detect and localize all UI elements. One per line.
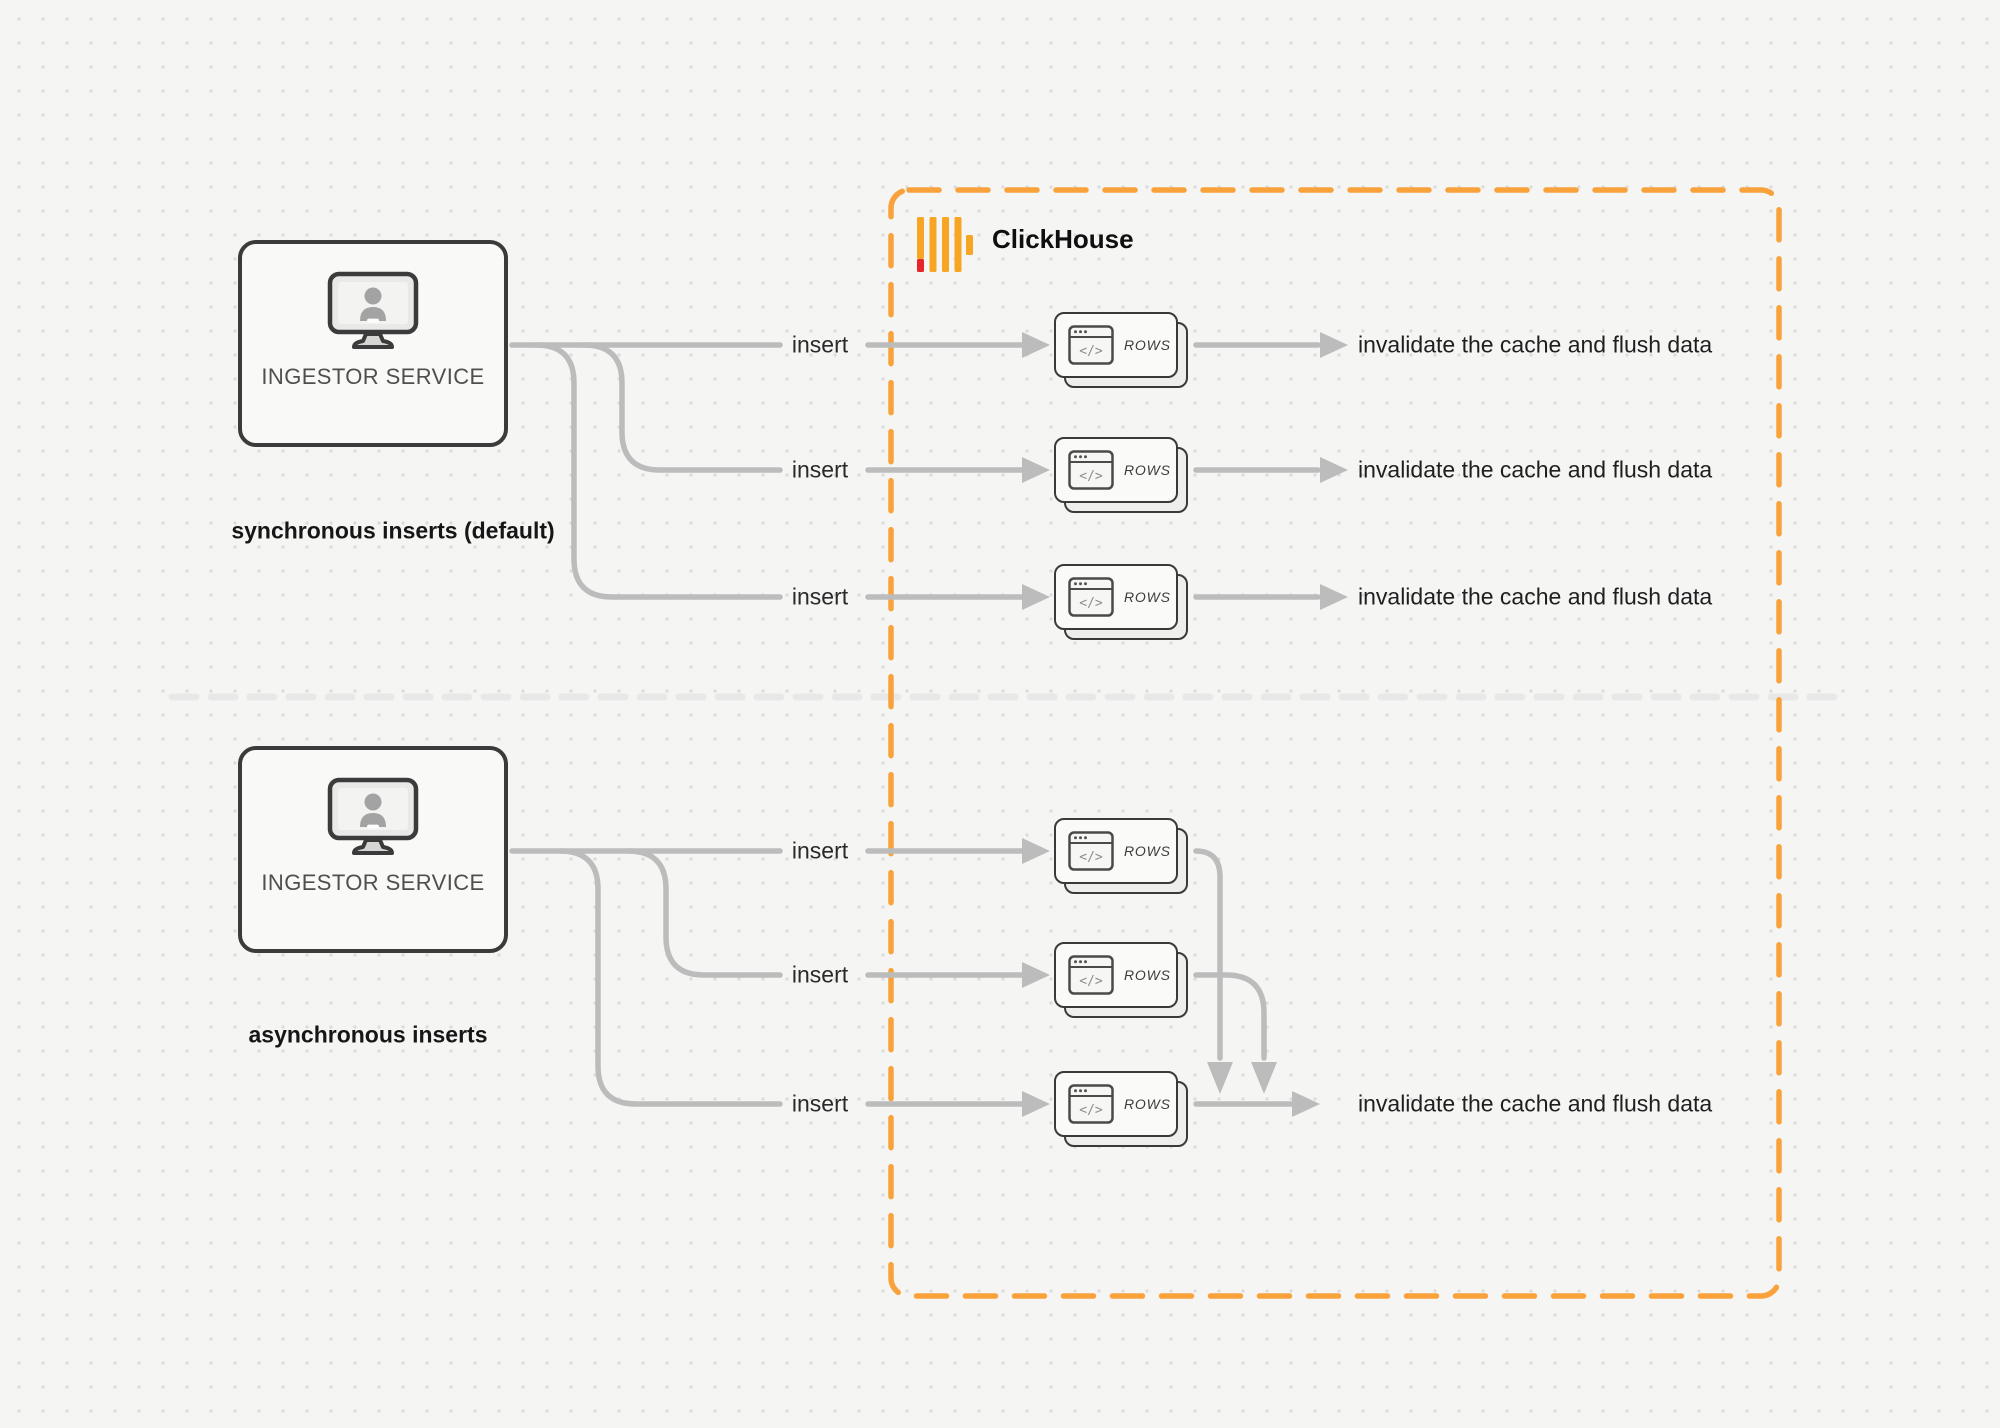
rows-block: </> ROWS	[1054, 437, 1188, 513]
async-branch-row3	[557, 848, 783, 1107]
rows-label: ROWS	[1124, 1096, 1171, 1112]
insert-label: insert	[791, 583, 849, 610]
rows-card: </> ROWS	[1054, 564, 1178, 630]
service-label: INGESTOR SERVICE	[261, 364, 485, 389]
async-caption: asynchronous inserts	[248, 1021, 488, 1048]
service-label: INGESTOR SERVICE	[261, 870, 485, 895]
svg-text:</>: </>	[1079, 469, 1103, 484]
sync-branch-row2	[581, 342, 783, 473]
rows-label: ROWS	[1124, 462, 1171, 478]
rows-block: </> ROWS	[1054, 564, 1188, 640]
code-window-icon: </>	[1068, 831, 1114, 871]
rows-block: </> ROWS	[1054, 942, 1188, 1018]
rows-block: </> ROWS	[1054, 818, 1188, 894]
svg-text:</>: </>	[1079, 850, 1103, 865]
svg-text:</>: </>	[1079, 1103, 1103, 1118]
async-branch-row2	[625, 848, 783, 978]
insert-label: insert	[791, 1090, 849, 1117]
workstation-monitor-icon	[327, 271, 419, 349]
async-connectors	[509, 848, 1295, 1107]
code-window-icon: </>	[1068, 577, 1114, 617]
svg-text:</>: </>	[1079, 974, 1103, 989]
sync-caption: synchronous inserts (default)	[231, 517, 555, 544]
rows-label: ROWS	[1124, 967, 1171, 983]
ingestor-service-box-sync: INGESTOR SERVICE	[238, 240, 508, 447]
insert-label: insert	[791, 837, 849, 864]
result-label: invalidate the cache and flush data	[1358, 1090, 1713, 1117]
rows-label: ROWS	[1124, 589, 1171, 605]
insert-label: insert	[791, 961, 849, 988]
rows-card: </> ROWS	[1054, 818, 1178, 884]
code-window-icon: </>	[1068, 450, 1114, 490]
code-window-icon: </>	[1068, 1084, 1114, 1124]
async-flush-line-2	[1193, 972, 1267, 1061]
code-window-icon: </>	[1068, 325, 1114, 365]
rows-card: </> ROWS	[1054, 437, 1178, 503]
clickhouse-logo-icon	[917, 217, 973, 272]
insert-label: insert	[791, 331, 849, 358]
svg-text:</>: </>	[1079, 596, 1103, 611]
rows-card: </> ROWS	[1054, 942, 1178, 1008]
workstation-monitor-icon	[327, 777, 419, 855]
async-arrowheads	[1022, 838, 1320, 1117]
sync-arrowheads	[1022, 332, 1348, 610]
code-window-icon: </>	[1068, 955, 1114, 995]
async-flush-line-1	[1193, 848, 1223, 1061]
result-label: invalidate the cache and flush data	[1358, 456, 1713, 483]
ingestor-service-box-async: INGESTOR SERVICE	[238, 746, 508, 953]
sync-connectors	[509, 342, 1321, 600]
result-label: invalidate the cache and flush data	[1358, 331, 1713, 358]
rows-card: </> ROWS	[1054, 1071, 1178, 1137]
result-label: invalidate the cache and flush data	[1358, 583, 1713, 610]
svg-text:</>: </>	[1079, 344, 1103, 359]
clickhouse-boundary	[888, 187, 1782, 1299]
rows-label: ROWS	[1124, 843, 1171, 859]
sync-branch-row3	[533, 342, 783, 600]
rows-block: </> ROWS	[1054, 1071, 1188, 1147]
clickhouse-label: ClickHouse	[992, 224, 1134, 254]
insert-label: insert	[791, 456, 849, 483]
rows-card: </> ROWS	[1054, 312, 1178, 378]
rows-label: ROWS	[1124, 337, 1171, 353]
rows-block: </> ROWS	[1054, 312, 1188, 388]
